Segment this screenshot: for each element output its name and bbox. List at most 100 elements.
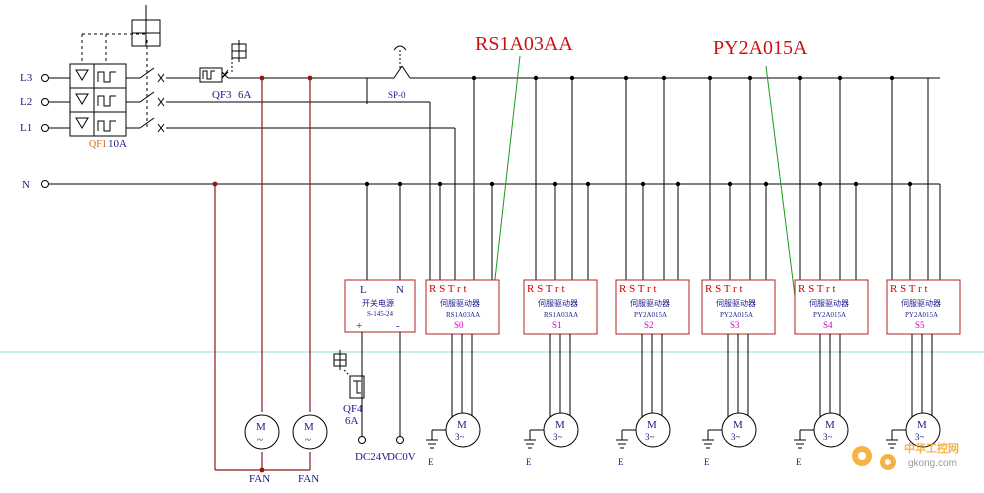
servo-motor-s4: M 3~ E bbox=[794, 334, 849, 467]
svg-text:PY2A015A: PY2A015A bbox=[905, 311, 938, 319]
label-l1: L1 bbox=[20, 122, 32, 134]
terminal-n bbox=[41, 180, 49, 188]
fan-wiring bbox=[214, 78, 311, 471]
power-supply: L N 开关电源 S-145-24 + - bbox=[344, 279, 416, 333]
svg-text:E: E bbox=[428, 457, 434, 467]
qf3-rating: 6A bbox=[238, 89, 252, 101]
svg-text:3~: 3~ bbox=[731, 432, 741, 442]
driver-s2: R S T r t 伺服驱动器 PY2A015A S2 bbox=[615, 279, 690, 335]
sp0-label: SP-0 bbox=[388, 90, 406, 100]
fan-junctions bbox=[212, 75, 313, 473]
line-terminals bbox=[41, 74, 49, 188]
svg-text:L: L bbox=[360, 284, 367, 296]
qf4-label: QF4 bbox=[343, 403, 363, 415]
qf3-label: QF3 bbox=[212, 89, 232, 101]
svg-text:PY2A015A: PY2A015A bbox=[720, 311, 753, 319]
svg-text:S3: S3 bbox=[730, 320, 740, 330]
svg-text:伺服驱动器: 伺服驱动器 bbox=[538, 298, 578, 308]
svg-text:伺服驱动器: 伺服驱动器 bbox=[630, 298, 670, 308]
svg-text:M: M bbox=[917, 419, 927, 431]
svg-text:R S T r t: R S T r t bbox=[619, 283, 657, 295]
label-n: N bbox=[22, 179, 30, 191]
servo-motor-s3: M 3~ E bbox=[702, 334, 757, 467]
svg-text:伺服驱动器: 伺服驱动器 bbox=[440, 298, 480, 308]
qf4-rating: 6A bbox=[345, 415, 359, 427]
driver-feeds bbox=[473, 78, 941, 280]
svg-text:E: E bbox=[796, 457, 802, 467]
watermark-logo: 中华工控网 gkong.com bbox=[852, 441, 959, 470]
fan-motor-2: M ~ bbox=[292, 414, 328, 450]
svg-text:E: E bbox=[704, 457, 710, 467]
fan-label-1: FAN bbox=[249, 473, 270, 485]
qf4-breaker bbox=[333, 350, 365, 399]
svg-text:M: M bbox=[825, 419, 835, 431]
svg-text:R S T r t: R S T r t bbox=[527, 283, 565, 295]
main-wiring bbox=[49, 77, 940, 280]
label-l3: L3 bbox=[20, 72, 33, 84]
svg-text:S5: S5 bbox=[915, 320, 925, 330]
svg-text:PY2A015A: PY2A015A bbox=[813, 311, 846, 319]
svg-text:N: N bbox=[396, 284, 404, 296]
svg-text:中华工控网: 中华工控网 bbox=[904, 441, 959, 455]
terminal-l2 bbox=[41, 98, 49, 106]
driver-s3: R S T r t 伺服驱动器 PY2A015A S3 bbox=[701, 279, 776, 335]
terminal-l1 bbox=[41, 124, 49, 132]
driver-s1: R S T r t 伺服驱动器 RS1A03AA S1 bbox=[523, 279, 598, 335]
sp0-switch bbox=[393, 45, 411, 79]
svg-text:3~: 3~ bbox=[455, 432, 465, 442]
svg-text:gkong.com: gkong.com bbox=[908, 458, 957, 469]
svg-text:M: M bbox=[555, 419, 565, 431]
svg-text:~: ~ bbox=[257, 434, 263, 446]
svg-text:3~: 3~ bbox=[645, 432, 655, 442]
terminal-l3 bbox=[41, 74, 49, 82]
servo-motor-s1: M 3~ E bbox=[524, 334, 579, 467]
svg-text:S4: S4 bbox=[823, 320, 833, 330]
driver-s4: R S T r t 伺服驱动器 PY2A015A S4 bbox=[794, 279, 869, 335]
junction-dots bbox=[364, 75, 913, 187]
servo-motor-s0: M 3~ E bbox=[426, 334, 481, 467]
svg-text:M: M bbox=[647, 419, 657, 431]
servo-motor-s2: M 3~ E bbox=[616, 334, 671, 467]
callout-lines bbox=[493, 55, 799, 321]
svg-text:RS1A03AA: RS1A03AA bbox=[544, 311, 578, 319]
svg-text:3~: 3~ bbox=[915, 432, 925, 442]
svg-text:3~: 3~ bbox=[823, 432, 833, 442]
driver-s0: R S T r t 伺服驱动器 RS1A03AA S0 bbox=[425, 279, 500, 335]
callout-right: PY2A015A bbox=[713, 37, 808, 59]
svg-text:~: ~ bbox=[305, 434, 311, 446]
qf3-breaker bbox=[196, 40, 247, 83]
qf1-rating: 10A bbox=[108, 138, 127, 150]
svg-text:S0: S0 bbox=[454, 320, 464, 330]
svg-text:M: M bbox=[256, 421, 266, 433]
svg-text:S2: S2 bbox=[644, 320, 654, 330]
svg-text:+: + bbox=[356, 320, 362, 332]
label-l2: L2 bbox=[20, 96, 32, 108]
svg-text:M: M bbox=[457, 419, 467, 431]
driver-s5: R S T r t 伺服驱动器 PY2A015A S5 bbox=[886, 279, 961, 335]
servo-motor-s5: M 3~ E bbox=[886, 334, 941, 467]
svg-text:R S T r t: R S T r t bbox=[890, 283, 928, 295]
svg-text:R S T r t: R S T r t bbox=[429, 283, 467, 295]
psu-outputs bbox=[358, 332, 404, 444]
svg-text:3~: 3~ bbox=[553, 432, 563, 442]
svg-text:E: E bbox=[618, 457, 624, 467]
svg-text:S1: S1 bbox=[552, 320, 562, 330]
svg-text:S-145-24: S-145-24 bbox=[367, 310, 394, 318]
qf1-breaker bbox=[69, 5, 165, 137]
svg-text:M: M bbox=[304, 421, 314, 433]
svg-text:PY2A015A: PY2A015A bbox=[634, 311, 667, 319]
callout-left: RS1A03AA bbox=[475, 33, 573, 55]
svg-text:R S T r t: R S T r t bbox=[798, 283, 836, 295]
fan-motor-1: M ~ bbox=[244, 414, 280, 450]
svg-text:伺服驱动器: 伺服驱动器 bbox=[716, 298, 756, 308]
svg-text:M: M bbox=[733, 419, 743, 431]
svg-text:伺服驱动器: 伺服驱动器 bbox=[901, 298, 941, 308]
qf1-label: QF1 bbox=[89, 139, 107, 150]
svg-text:伺服驱动器: 伺服驱动器 bbox=[809, 298, 849, 308]
fan-label-2: FAN bbox=[298, 473, 319, 485]
svg-text:开关电源: 开关电源 bbox=[362, 298, 394, 308]
svg-text:RS1A03AA: RS1A03AA bbox=[446, 311, 480, 319]
psu-out-neg: DC0V bbox=[387, 451, 416, 463]
svg-text:R S T r t: R S T r t bbox=[705, 283, 743, 295]
